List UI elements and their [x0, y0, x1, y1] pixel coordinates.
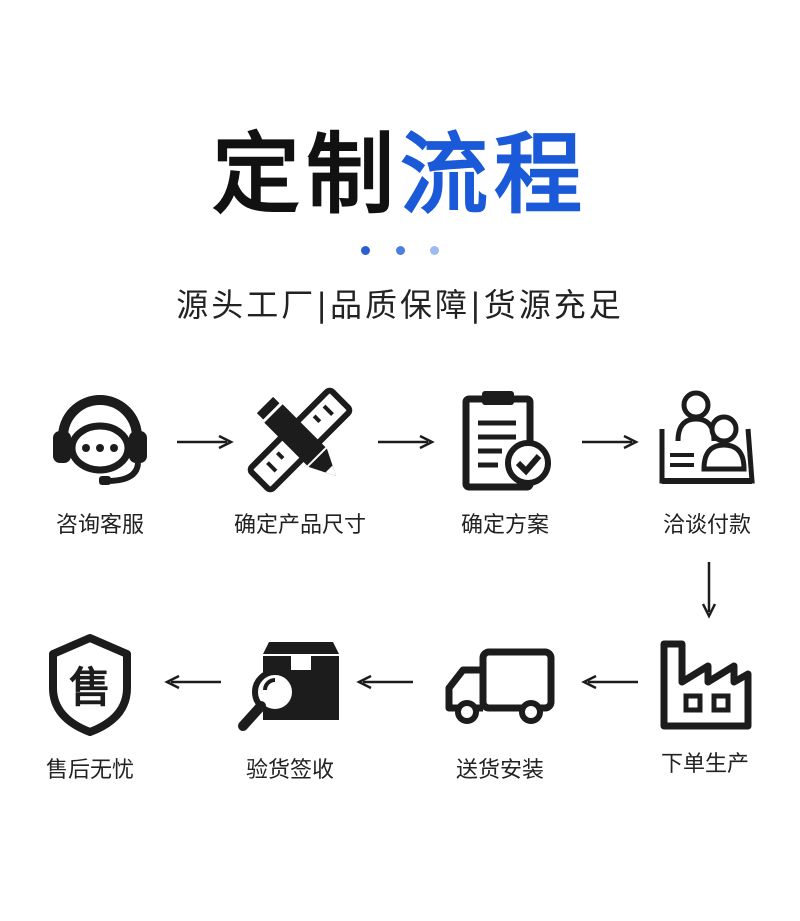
- step-production: 下单生产: [625, 630, 785, 778]
- meeting-icon: [659, 390, 755, 484]
- box-inspect-icon: [238, 642, 339, 731]
- step-plan: 确定方案: [425, 385, 585, 539]
- clipboard-check-icon: [462, 391, 551, 491]
- arrow-right-icon: [177, 434, 234, 450]
- step-size: 确定产品尺寸: [220, 385, 380, 539]
- truck-icon: [445, 648, 555, 724]
- page-title: 定制流程: [0, 120, 800, 230]
- factory-icon: [660, 640, 752, 730]
- dot-3: [429, 246, 439, 255]
- arrow-down-icon: [701, 562, 717, 619]
- step-delivery: 送货安装: [420, 630, 580, 784]
- step-label: 售后无忧: [45, 758, 134, 783]
- arrow-right-icon: [582, 434, 639, 450]
- arrow-left-icon: [581, 674, 638, 690]
- step-label: 送货安装: [455, 758, 544, 783]
- step-label: 确定产品尺寸: [233, 513, 366, 538]
- subtitle: 源头工厂|品质保障|货源充足: [176, 286, 624, 324]
- arrow-right-icon: [378, 434, 435, 450]
- arrow-left-icon: [356, 674, 413, 690]
- step-aftersales: 售 售后无忧: [10, 630, 170, 784]
- step-label: 咨询客服: [55, 513, 144, 538]
- step-payment: 洽谈付款: [627, 385, 787, 539]
- step-consult: 咨询客服: [20, 385, 180, 539]
- step-label: 确定方案: [460, 513, 549, 538]
- pencil-ruler-icon: [247, 387, 353, 493]
- shield-char: 售: [69, 663, 111, 712]
- step-label: 洽谈付款: [662, 513, 751, 538]
- step-label: 验货签收: [245, 758, 334, 783]
- decorative-dots: [0, 240, 800, 259]
- step-inspection: 验货签收: [210, 630, 370, 784]
- shield-icon: 售: [49, 634, 131, 736]
- step-label: 下单生产: [660, 752, 749, 777]
- dot-1: [361, 246, 371, 255]
- title-part2: 流程: [400, 123, 589, 226]
- headset-icon: [53, 395, 147, 485]
- dot-2: [395, 246, 405, 255]
- arrow-left-icon: [164, 674, 221, 690]
- title-part1: 定制: [211, 123, 400, 226]
